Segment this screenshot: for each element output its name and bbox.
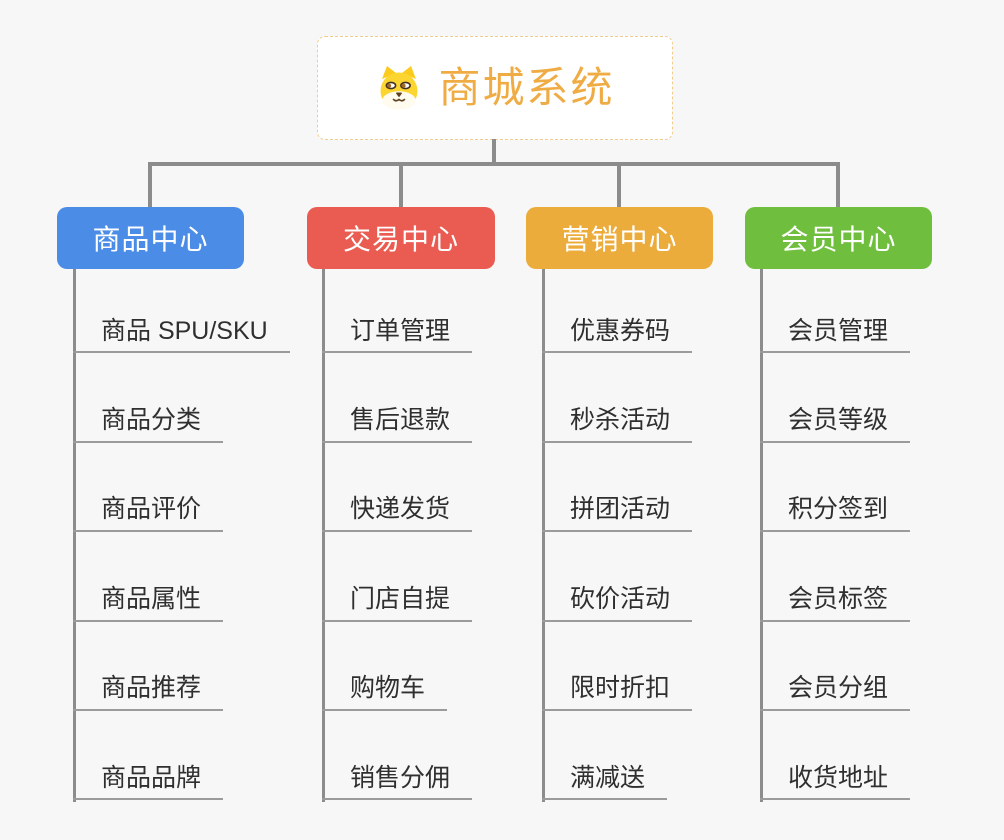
connector-drop [399, 164, 403, 207]
branch-node-member-center[interactable]: 会员中心 [745, 207, 932, 269]
branch-label: 会员中心 [780, 224, 897, 255]
leaf-node[interactable]: 会员等级 [760, 353, 911, 443]
leaf-label[interactable]: 商品评价 [73, 495, 224, 533]
leaf-node[interactable]: 会员管理 [760, 264, 911, 354]
leaf-label[interactable]: 满减送 [542, 764, 668, 801]
leaf-label[interactable]: 秒杀活动 [542, 406, 693, 443]
leaf-label[interactable]: 售后退款 [322, 406, 473, 443]
leaf-label[interactable]: 快递发货 [322, 495, 473, 533]
leaf-label[interactable]: 门店自提 [322, 585, 473, 622]
connector-trunk [542, 269, 545, 802]
leaf-label[interactable]: 砍价活动 [542, 585, 693, 622]
doge-icon [375, 64, 423, 112]
leaf-node[interactable]: 满减送 [542, 711, 692, 801]
leaf-label[interactable]: 会员管理 [760, 317, 911, 354]
branch-label: 商品中心 [92, 224, 209, 255]
leaf-node[interactable]: 商品品牌 [73, 711, 290, 801]
connector-trunk [73, 269, 76, 802]
leaf-node[interactable]: 积分签到 [760, 443, 911, 533]
branch-items-marketing: 优惠券码 秒杀活动 拼团活动 砍价活动 限时折扣 满减送 [542, 264, 693, 801]
leaf-label[interactable]: 收货地址 [760, 764, 911, 801]
connector-root-vertical [492, 139, 496, 164]
branch-items-member: 会员管理 会员等级 积分签到 会员标签 会员分组 收货地址 [760, 264, 911, 801]
connector-drop [148, 164, 152, 207]
root-title: 商城系统 [438, 64, 615, 111]
leaf-node[interactable]: 订单管理 [322, 264, 473, 354]
branch-label: 交易中心 [342, 224, 459, 255]
leaf-node[interactable]: 会员分组 [760, 622, 911, 711]
leaf-label[interactable]: 会员标签 [760, 585, 911, 622]
connector-trunk [760, 269, 763, 802]
branch-label: 营销中心 [561, 224, 678, 255]
leaf-label[interactable]: 购物车 [322, 674, 448, 711]
leaf-node[interactable]: 商品 SPU/SKU [73, 264, 290, 354]
leaf-node[interactable]: 收货地址 [760, 711, 911, 801]
leaf-node[interactable]: 限时折扣 [542, 622, 693, 711]
leaf-node[interactable]: 快递发货 [322, 443, 473, 533]
leaf-label[interactable]: 拼团活动 [542, 495, 693, 533]
leaf-label[interactable]: 会员分组 [760, 674, 911, 711]
leaf-node[interactable]: 秒杀活动 [542, 353, 693, 443]
connector-trunk [322, 269, 325, 802]
leaf-node[interactable]: 商品分类 [73, 353, 290, 443]
leaf-node[interactable]: 商品评价 [73, 443, 290, 533]
leaf-label[interactable]: 优惠券码 [542, 317, 693, 354]
leaf-label[interactable]: 商品推荐 [73, 674, 224, 711]
leaf-node[interactable]: 销售分佣 [322, 711, 473, 801]
leaf-label[interactable]: 会员等级 [760, 406, 911, 443]
leaf-node[interactable]: 购物车 [322, 622, 472, 711]
connector-drop [617, 164, 621, 207]
branch-items-product: 商品 SPU/SKU 商品分类 商品评价 商品属性 商品推荐 商品品牌 [73, 264, 290, 801]
branch-node-marketing-center[interactable]: 营销中心 [526, 207, 713, 269]
leaf-node[interactable]: 商品推荐 [73, 622, 290, 711]
connector-bus [148, 162, 840, 166]
branch-items-trade: 订单管理 售后退款 快递发货 门店自提 购物车 销售分佣 [322, 264, 473, 801]
leaf-label[interactable]: 销售分佣 [322, 764, 473, 801]
leaf-node[interactable]: 拼团活动 [542, 443, 693, 533]
leaf-label[interactable]: 积分签到 [760, 495, 911, 533]
leaf-node[interactable]: 优惠券码 [542, 264, 693, 354]
leaf-label[interactable]: 商品分类 [73, 406, 224, 443]
leaf-node[interactable]: 商品属性 [73, 532, 290, 622]
leaf-label[interactable]: 订单管理 [322, 317, 473, 354]
branch-node-trade-center[interactable]: 交易中心 [307, 207, 495, 269]
leaf-label[interactable]: 商品属性 [73, 585, 224, 622]
leaf-node[interactable]: 会员标签 [760, 532, 911, 622]
root-node[interactable]: 商城系统 [317, 36, 673, 140]
leaf-node[interactable]: 砍价活动 [542, 532, 693, 622]
connector-drop [836, 164, 840, 207]
leaf-label[interactable]: 限时折扣 [542, 674, 693, 711]
leaf-node[interactable]: 售后退款 [322, 353, 473, 443]
leaf-label[interactable]: 商品 SPU/SKU [73, 317, 290, 354]
branch-node-product-center[interactable]: 商品中心 [57, 207, 244, 269]
leaf-label[interactable]: 商品品牌 [73, 764, 224, 801]
leaf-node[interactable]: 门店自提 [322, 532, 473, 622]
